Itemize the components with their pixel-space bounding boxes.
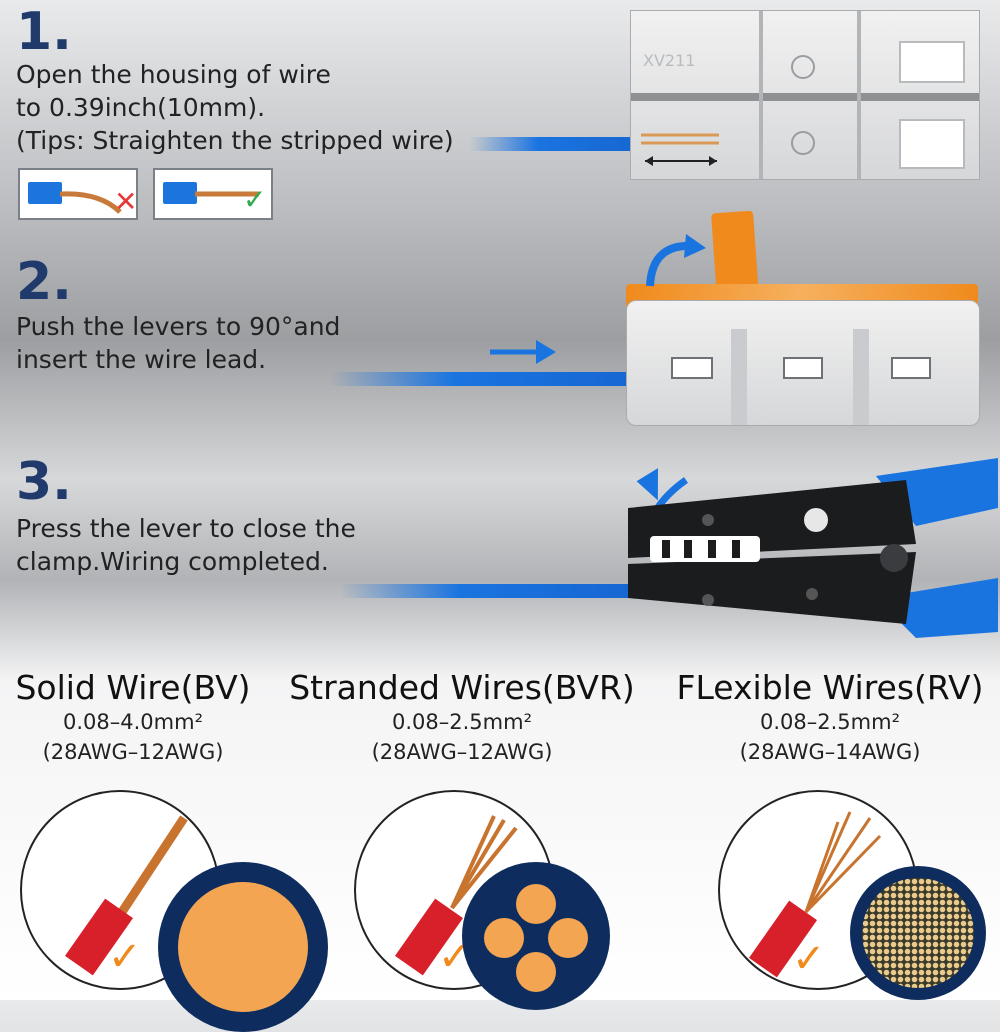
connector-open-housing: XV211 [630,10,980,180]
connector-label: XV211 [643,51,696,70]
step-3-number: 3. [16,452,72,512]
step-1-text: Open the housing of wire to 0.39inch(10m… [16,60,454,155]
housing-divider [759,11,763,179]
rotate-arrow-icon [646,234,706,287]
category-title: Solid Wire(BV) [15,668,251,707]
step-2-wire [330,372,640,386]
solid-wire-icon [64,815,188,976]
screw-icon [791,55,815,79]
connector-levers-open [626,300,980,426]
tip-wrong-box: ✕ [18,168,138,220]
bent-wire-icon [60,191,122,214]
wire-insulation-icon [163,182,197,204]
screw-icon [791,131,815,155]
solid-cross-section-icon [158,862,328,1032]
wire-port [783,357,823,379]
category-title: Stranded Wires(BVR) [289,668,635,707]
tip-right-box: ✓ [153,168,273,220]
category-title: FLexible Wires(RV) [676,668,984,707]
category-range: 0.08–4.0mm² [63,710,203,734]
stranded-wire-icon [394,815,518,976]
green-check-icon: ✓ [243,183,267,216]
stranded-wire-category: Stranded Wires(BVR) 0.08–2.5mm² (28AWG–1… [272,668,652,767]
stranded-cross-section-icon [462,862,610,1010]
crimping-tool [628,458,998,638]
step-2-number: 2. [16,252,72,312]
wire-port [891,357,931,379]
straight-wire-icon [195,191,259,197]
orange-check-icon: ✓ [108,934,142,980]
flexible-wire-icon [748,811,882,978]
step-1-number: 1. [16,2,72,62]
orange-check-icon: ✓ [792,936,826,982]
step-1-wire [470,137,640,151]
category-awg: (28AWG–12AWG) [371,740,553,764]
red-x-icon: ✕ [114,185,138,218]
wire-insulation-icon [28,182,62,204]
flexible-cross-section-icon [850,866,986,1000]
solid-wire-category: Solid Wire(BV) 0.08–4.0mm² (28AWG–12AWG) [0,668,266,767]
category-awg: (28AWG–14AWG) [739,740,921,764]
housing-divider [731,329,747,425]
insert-arrow-icon [490,340,556,364]
wire-port [899,119,965,169]
step-3-wire [340,584,640,598]
housing-divider [857,11,861,179]
wire-port [899,41,965,83]
housing-divider [853,329,869,425]
wire-port [671,357,713,379]
step-2-text: Push the levers to 90°and insert the wir… [16,312,341,374]
flexible-wire-category: FLexible Wires(RV) 0.08–2.5mm² (28AWG–14… [660,668,1000,767]
strip-length-arrow-icon [641,133,719,166]
category-range: 0.08–2.5mm² [392,710,532,734]
housing-seam [631,93,979,101]
category-awg: (28AWG–12AWG) [42,740,224,764]
step-3-text: Press the lever to close the clamp.Wirin… [16,514,356,576]
category-range: 0.08–2.5mm² [760,710,900,734]
